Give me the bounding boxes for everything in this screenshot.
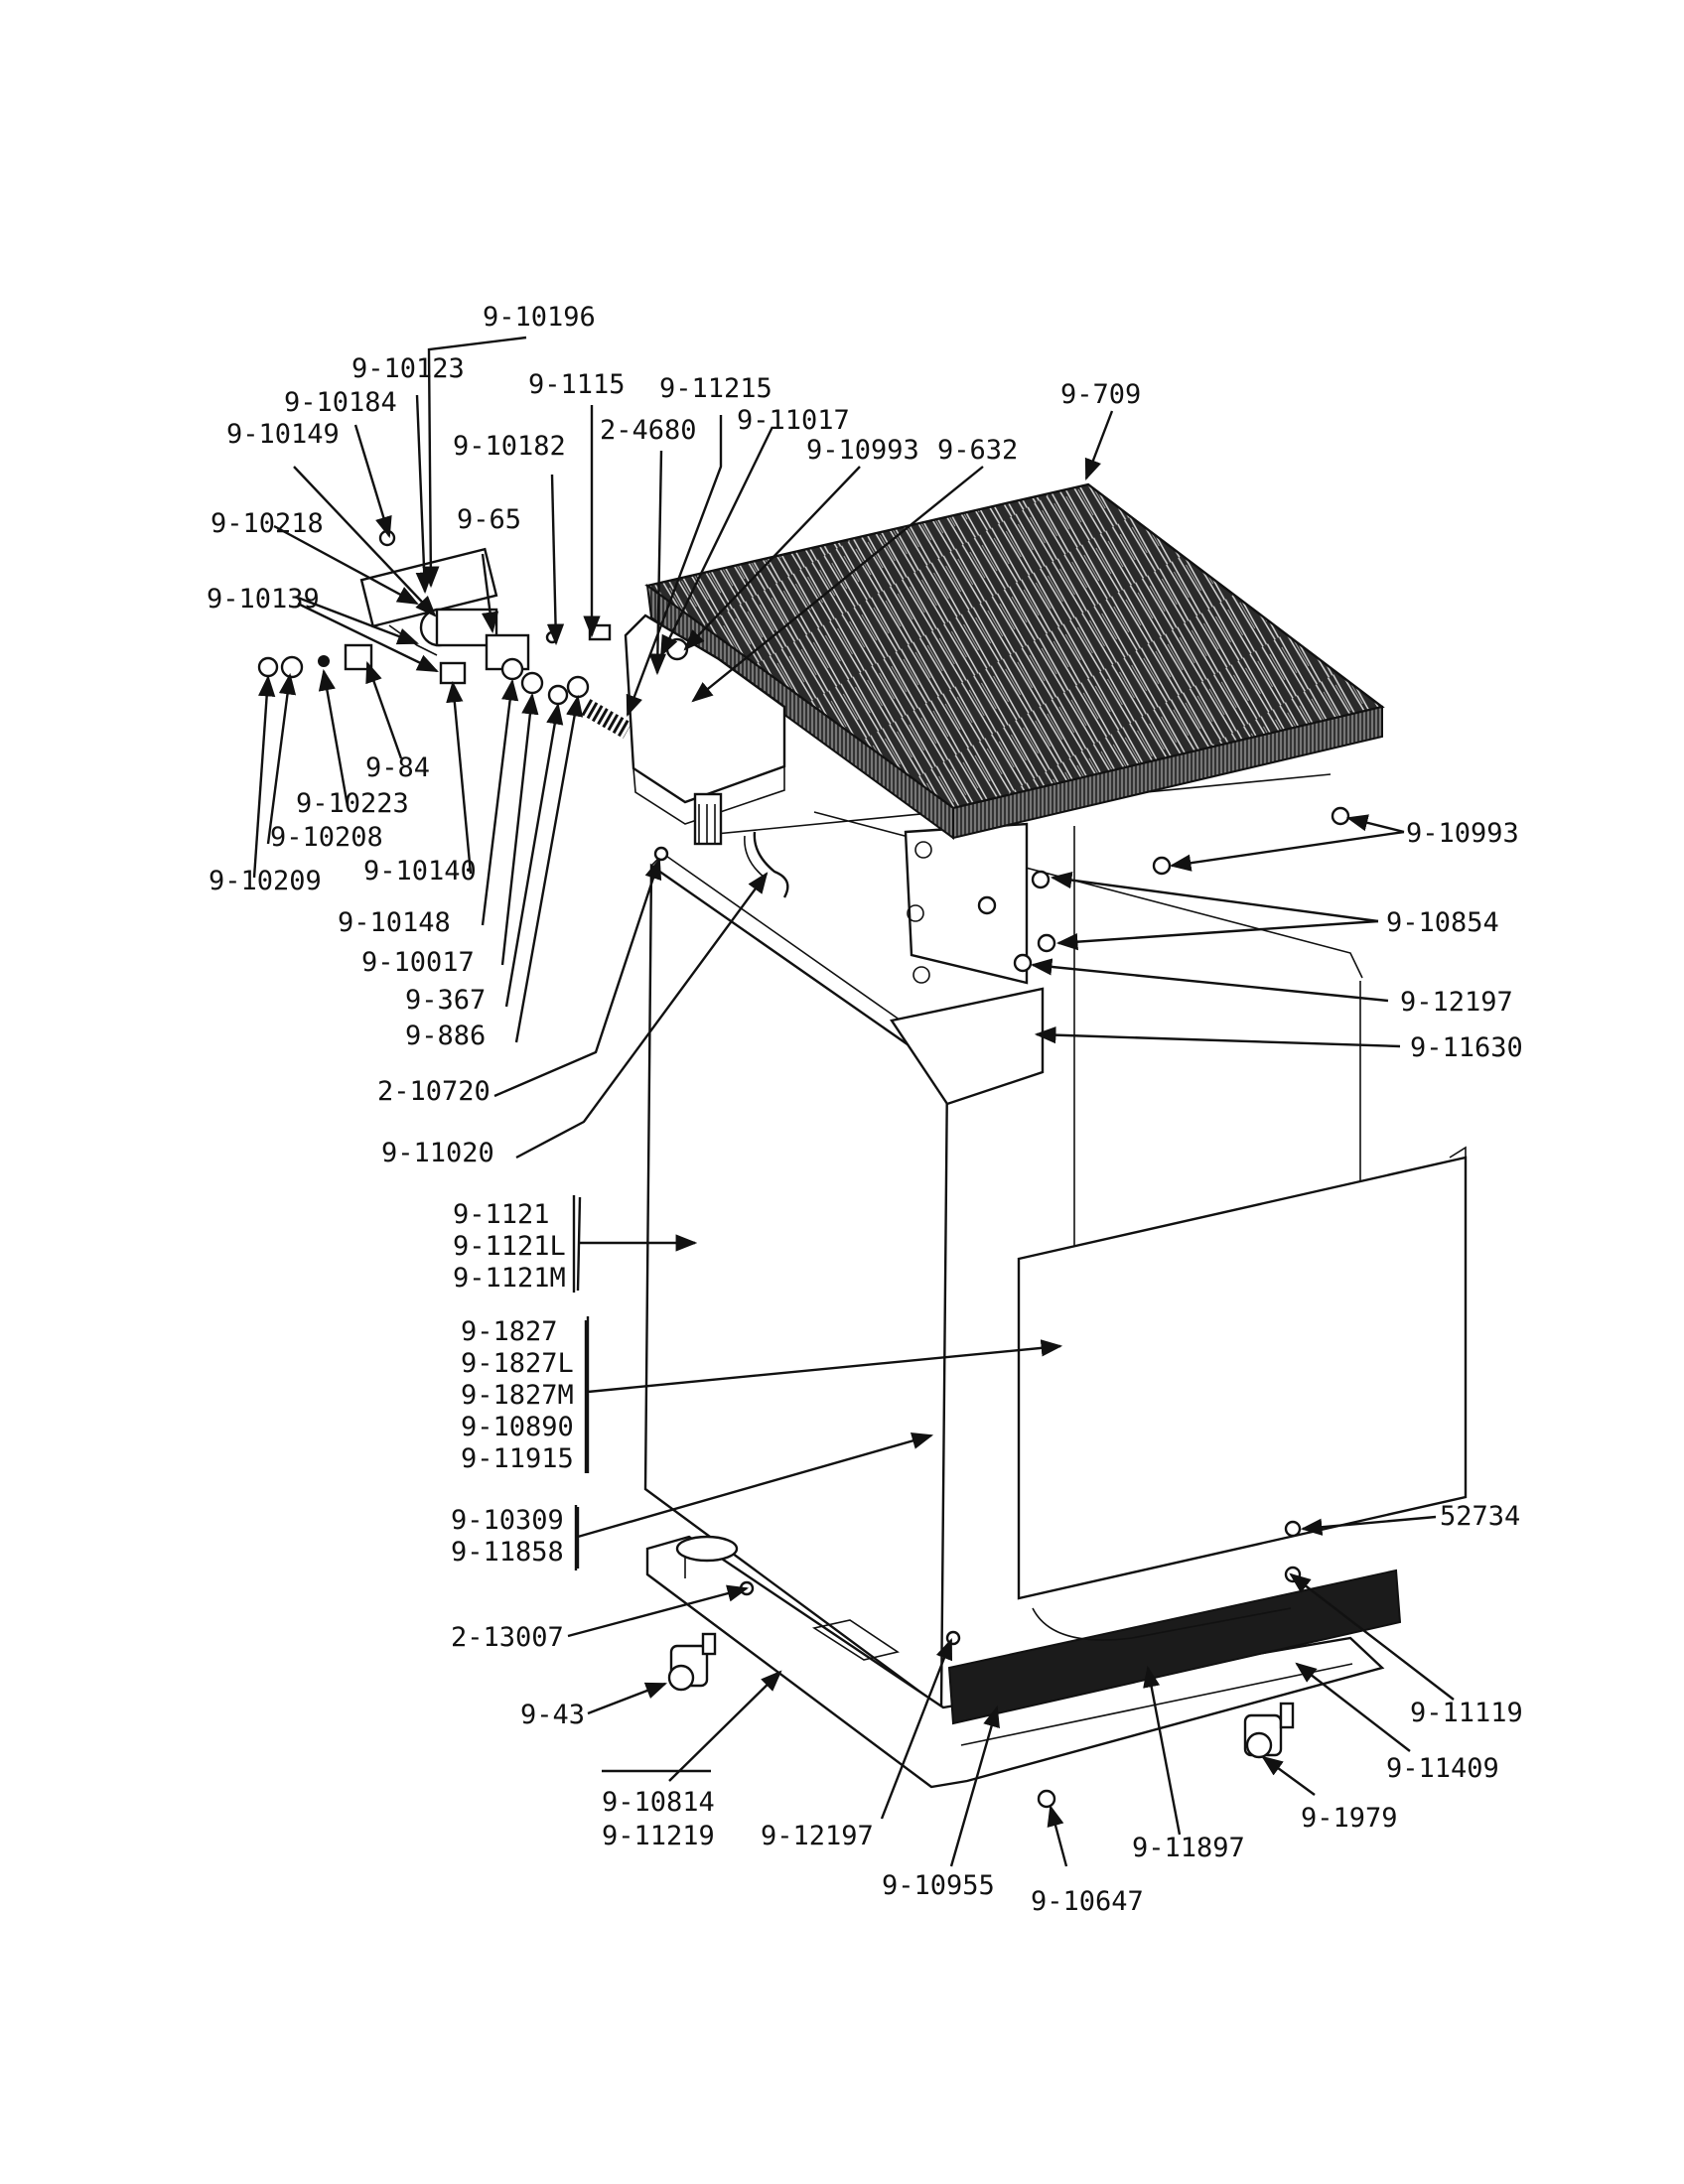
nut-9-10854 xyxy=(1031,870,1051,889)
label-9-10309: 9-10309 xyxy=(451,1505,564,1536)
label-9-65: 9-65 xyxy=(457,504,521,535)
label-9-1827M: 9-1827M xyxy=(461,1380,574,1411)
right-side-panel xyxy=(1017,1156,1468,1600)
label-9-11915: 9-11915 xyxy=(461,1443,574,1474)
label-9-11017: 9-11017 xyxy=(737,405,850,436)
label-2-4680: 2-4680 xyxy=(600,415,697,446)
label-52734: 52734 xyxy=(1440,1501,1520,1532)
label-9-632: 9-632 xyxy=(937,435,1018,466)
label-9-10148: 9-10148 xyxy=(338,907,451,938)
grommet-52734 xyxy=(1284,1520,1302,1538)
label-9-12197-upper: 9-12197 xyxy=(1400,987,1513,1018)
label-9-367: 9-367 xyxy=(405,985,486,1016)
label-9-10890: 9-10890 xyxy=(461,1412,574,1442)
label-9-10955: 9-10955 xyxy=(882,1870,995,1901)
label-9-886: 9-886 xyxy=(405,1021,486,1051)
label-9-1115: 9-1115 xyxy=(528,369,626,400)
label-9-10123: 9-10123 xyxy=(351,353,465,384)
caster-front-right xyxy=(1243,1702,1295,1759)
rear-panel xyxy=(904,822,1029,985)
label-9-10854: 9-10854 xyxy=(1386,907,1499,938)
label-9-10814: 9-10814 xyxy=(602,1787,715,1818)
label-9-10223: 9-10223 xyxy=(296,788,409,819)
leader-lines xyxy=(252,336,1455,1867)
label-9-1121: 9-1121 xyxy=(453,1199,550,1230)
label-9-10208: 9-10208 xyxy=(270,822,383,853)
label-plate xyxy=(890,987,1045,1106)
label-9-10182: 9-10182 xyxy=(453,431,566,462)
label-9-10196: 9-10196 xyxy=(483,302,596,333)
label-9-11215: 9-11215 xyxy=(659,373,772,404)
label-9-11020: 9-11020 xyxy=(381,1138,494,1168)
label-9-709: 9-709 xyxy=(1060,379,1141,410)
label-9-10993-right: 9-10993 xyxy=(1406,818,1519,849)
label-2-13007: 2-13007 xyxy=(451,1622,564,1653)
base-frame xyxy=(645,1535,1385,1789)
label-9-11219: 9-11219 xyxy=(602,1821,715,1851)
label-9-11897: 9-11897 xyxy=(1132,1833,1245,1863)
label-9-10218: 9-10218 xyxy=(210,508,324,539)
leg-pad xyxy=(675,1535,739,1563)
screw-9-10993-c xyxy=(1152,856,1172,876)
label-9-1979: 9-1979 xyxy=(1301,1803,1398,1834)
label-2-10720: 2-10720 xyxy=(377,1076,491,1107)
label-9-1827L: 9-1827L xyxy=(461,1348,574,1379)
label-9-10993-top: 9-10993 xyxy=(806,435,919,466)
label-9-10149: 9-10149 xyxy=(226,419,340,450)
label-9-11858: 9-11858 xyxy=(451,1537,564,1568)
screw-9-10993 xyxy=(665,637,689,661)
nut-9-10209 xyxy=(257,656,279,678)
label-9-11119: 9-11119 xyxy=(1410,1698,1523,1728)
label-9-84: 9-84 xyxy=(365,752,430,783)
screw-9-10647 xyxy=(1037,1789,1056,1809)
label-9-12197-lower: 9-12197 xyxy=(761,1821,874,1851)
label-9-43: 9-43 xyxy=(520,1700,585,1730)
label-9-1827: 9-1827 xyxy=(461,1316,558,1347)
label-9-1121L: 9-1121L xyxy=(453,1231,566,1262)
part-labels: 9-10196 9-10123 9-10184 9-10149 9-1115 9… xyxy=(207,302,1523,1917)
label-9-10140: 9-10140 xyxy=(363,856,477,887)
valve-small-parts xyxy=(257,529,632,739)
cabinet-top xyxy=(644,482,1385,840)
label-9-10209: 9-10209 xyxy=(209,866,322,896)
label-9-10139: 9-10139 xyxy=(207,584,320,614)
screw-9-12197 xyxy=(1013,953,1033,973)
label-9-11409: 9-11409 xyxy=(1386,1753,1499,1784)
label-9-11630: 9-11630 xyxy=(1410,1032,1523,1063)
label-9-10184: 9-10184 xyxy=(284,387,397,418)
caster-front-left xyxy=(667,1632,717,1692)
label-9-10017: 9-10017 xyxy=(361,947,475,978)
cabinet-body xyxy=(643,773,1468,1789)
label-9-1121M: 9-1121M xyxy=(453,1263,566,1294)
screw-9-10993-b xyxy=(1331,806,1350,826)
wood-top-right-edge xyxy=(952,705,1383,840)
label-9-10647: 9-10647 xyxy=(1031,1886,1144,1917)
